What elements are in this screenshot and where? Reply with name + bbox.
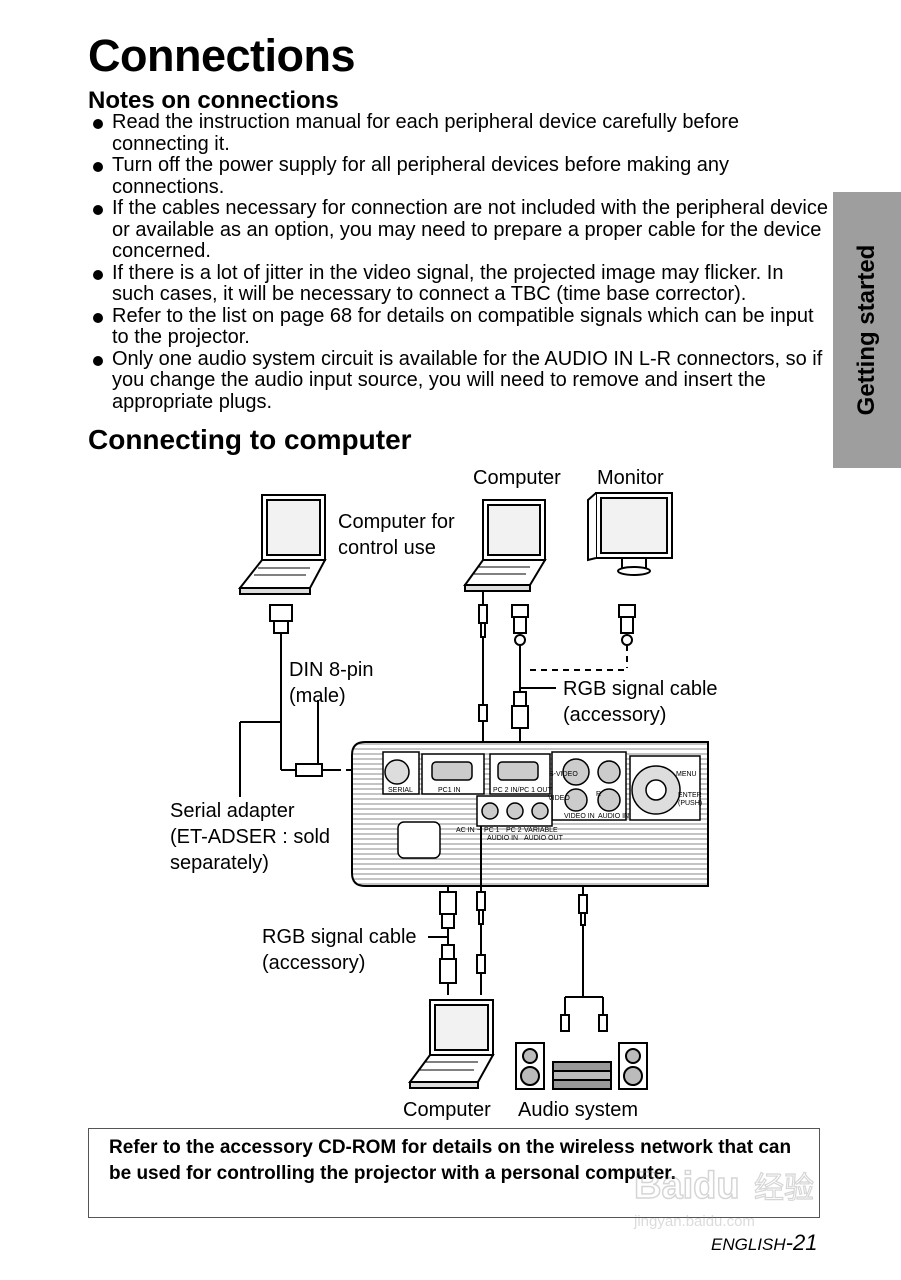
cd-rom-note-text: Refer to the accessory CD-ROM for detail… <box>109 1137 792 1184</box>
audio-in-port-label: AUDIO IN <box>598 813 629 820</box>
pc2-in-port-label: PC 2 IN/PC 1 OUT <box>493 787 552 794</box>
video-in-port-label: VIDEO IN <box>564 813 595 820</box>
audio-out-cable <box>560 886 608 1032</box>
rgb-top-label-2: (accessory) <box>563 704 667 726</box>
list-item: Turn off the power supply for all periph… <box>88 154 828 198</box>
serial-adapter-label-2: (ET-ADSER : sold <box>170 826 331 848</box>
variable-label: VARIABLE <box>524 827 558 834</box>
audio-cable-bottom <box>476 826 486 995</box>
s-video-port-label: S-VIDEO <box>549 771 578 778</box>
section-heading: Connecting to computer <box>88 424 412 455</box>
rgb-cable-bottom <box>428 886 457 995</box>
list-item: Refer to the list on page 68 for details… <box>88 305 828 349</box>
pc1-audio-label: PC 1 <box>484 827 500 834</box>
pc1-in-port-label: PC1 IN <box>438 787 461 794</box>
menu-button-label: MENU <box>676 771 697 778</box>
din-label-1: DIN 8-pin <box>289 659 374 681</box>
rgb-top-label-1: RGB signal cable <box>563 678 718 700</box>
serial-adapter-label-1: Serial adapter <box>170 800 295 822</box>
svg-text:Baidu: Baidu <box>634 1165 740 1207</box>
list-item: If the cables necessary for connection a… <box>88 197 828 263</box>
monitor-label: Monitor <box>597 467 664 489</box>
audio-out-label: AUDIO OUT <box>524 835 564 842</box>
audio-system-label: Audio system <box>518 1099 639 1121</box>
audio-in-small-label: AUDIO IN <box>487 835 518 842</box>
computer-control-label-1: Computer for <box>338 511 455 533</box>
notes-list: Read the instruction manual for each per… <box>88 111 828 414</box>
list-item: If there is a lot of jitter in the video… <box>88 262 828 306</box>
laptop-control-icon <box>237 494 327 595</box>
serial-adapter-label-3: separately) <box>170 852 269 874</box>
audio-system-icon <box>515 1042 648 1090</box>
section-side-tab: Getting started <box>833 192 901 468</box>
cd-rom-note-box: Refer to the accessory CD-ROM for detail… <box>88 1128 820 1218</box>
rgb-cable-top <box>511 604 556 760</box>
monitor-icon <box>587 492 673 576</box>
footer-page-number: -21 <box>785 1230 818 1255</box>
svg-text:S-VIDEO: S-VIDEO <box>549 771 578 778</box>
laptop-computer-top-icon <box>463 499 547 592</box>
ac-in-label: AC IN ~ <box>456 827 481 834</box>
connection-diagram: SERIAL PC1 IN PC 2 IN/PC 1 OUT VIDEO VID… <box>237 492 709 1090</box>
computer-control-label-2: control use <box>338 537 436 559</box>
audio-cable-top <box>478 592 488 760</box>
footer-language: ENGLISH <box>711 1235 786 1254</box>
rgb-bottom-label-2: (accessory) <box>262 952 366 974</box>
computer-top-label: Computer <box>473 467 561 489</box>
computer-bottom-label: Computer <box>403 1099 491 1121</box>
push-button-label: (PUSH) <box>678 800 702 807</box>
list-item: Only one audio system circuit is availab… <box>88 348 828 414</box>
baidu-watermark-logo: Baidu 经验 jingyan.baidu.com <box>633 1164 815 1230</box>
svg-text:jingyan.baidu.com: jingyan.baidu.com <box>633 1213 755 1230</box>
page-footer: ENGLISH-21 <box>711 1230 817 1256</box>
pc2-audio-label: PC 2 <box>506 827 522 834</box>
list-item: Read the instruction manual for each per… <box>88 111 828 155</box>
page-title: Connections <box>88 30 356 81</box>
laptop-computer-bottom-icon <box>408 999 495 1089</box>
enter-button-label: ENTER <box>678 792 702 799</box>
projector-panel <box>351 741 709 887</box>
video-port-label: VIDEO <box>548 795 570 802</box>
r-port-label: R <box>596 791 601 798</box>
serial-port-label: SERIAL <box>388 787 413 794</box>
svg-text:经验: 经验 <box>754 1171 814 1206</box>
rgb-bottom-label-1: RGB signal cable <box>262 926 417 948</box>
monitor-cable <box>530 604 636 671</box>
din-label-2: (male) <box>289 685 346 707</box>
notes-heading: Notes on connections <box>88 87 339 114</box>
